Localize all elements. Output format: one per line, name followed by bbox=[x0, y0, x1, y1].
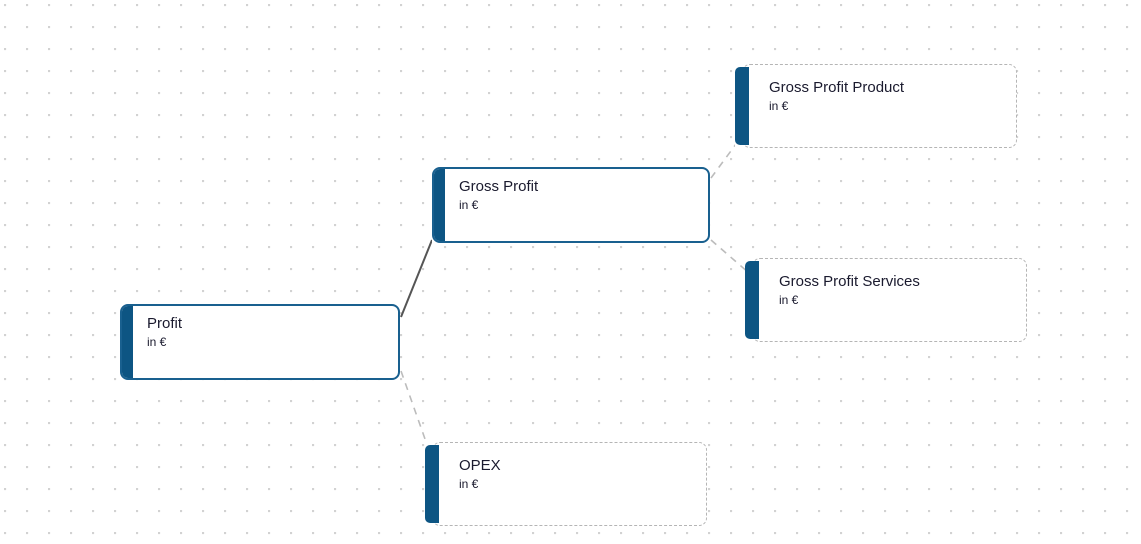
node-labels: Gross Profit in € bbox=[459, 177, 700, 213]
node-title: Gross Profit Product bbox=[769, 79, 905, 96]
node-gross-profit-product[interactable]: Gross Profit Product in € bbox=[735, 64, 1017, 148]
edge-profit-to-gross-profit bbox=[400, 239, 433, 318]
node-gross-profit-services[interactable]: Gross Profit Services in € bbox=[745, 258, 1027, 342]
node-subtitle: in € bbox=[459, 198, 479, 212]
node-labels: Profit in € bbox=[147, 314, 390, 350]
node-labels: Gross Profit Product in € bbox=[769, 78, 1007, 114]
node-labels: OPEX in € bbox=[459, 456, 697, 492]
node-opex[interactable]: OPEX in € bbox=[425, 442, 707, 526]
node-subtitle: in € bbox=[769, 99, 789, 113]
node-accent-bar bbox=[745, 261, 759, 339]
node-accent-bar bbox=[735, 67, 749, 145]
node-labels: Gross Profit Services in € bbox=[779, 272, 1017, 308]
node-subtitle: in € bbox=[779, 293, 799, 307]
node-accent-bar bbox=[425, 445, 439, 523]
node-profit[interactable]: Profit in € bbox=[120, 304, 400, 380]
edge-gross-profit-to-services bbox=[710, 239, 750, 274]
node-title: Gross Profit Services bbox=[779, 273, 920, 290]
node-title: Profit bbox=[147, 315, 183, 332]
node-subtitle: in € bbox=[459, 477, 479, 491]
node-accent-bar bbox=[434, 169, 445, 241]
node-title: OPEX bbox=[459, 457, 501, 474]
node-gross-profit[interactable]: Gross Profit in € bbox=[432, 167, 710, 243]
node-subtitle: in € bbox=[147, 335, 167, 349]
node-title: Gross Profit bbox=[459, 178, 539, 195]
node-frame bbox=[432, 442, 707, 526]
node-frame bbox=[752, 258, 1027, 342]
node-frame bbox=[120, 304, 400, 380]
node-frame bbox=[742, 64, 1017, 148]
node-accent-bar bbox=[122, 306, 133, 378]
node-frame bbox=[432, 167, 710, 243]
